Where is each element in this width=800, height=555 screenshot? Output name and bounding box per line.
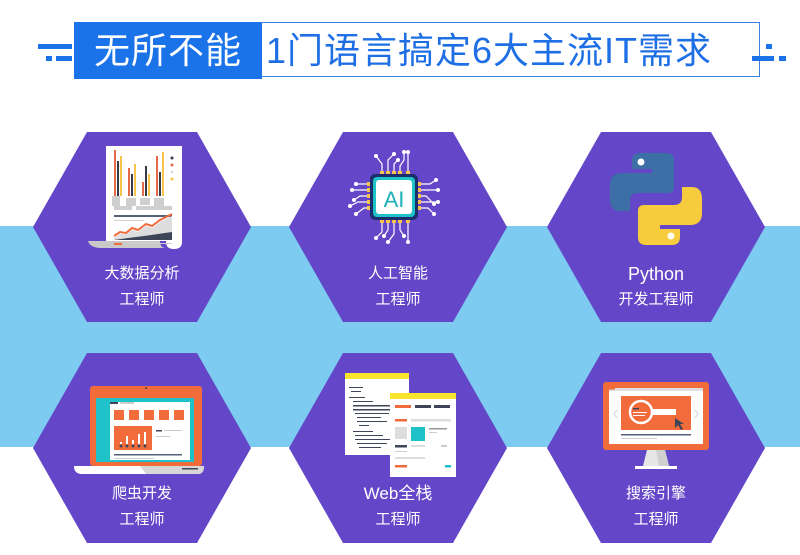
card-label-web: Web全栈 工程师 xyxy=(308,481,488,533)
card-label-search-engine: 搜索引擎 工程师 xyxy=(566,481,746,533)
python-logo-icon xyxy=(610,153,702,245)
title-highlight: 无所不能 xyxy=(74,22,262,79)
search-engine-monitor-icon xyxy=(603,382,709,469)
web-fullstack-pages-icon xyxy=(345,373,456,477)
right-dot-decoration xyxy=(766,44,772,49)
title-rest: 1门语言搞定6大主流IT需求 xyxy=(262,22,760,77)
card-label-ai: 人工智能 工程师 xyxy=(308,261,488,313)
card-title: Python xyxy=(627,264,685,284)
ai-chip-icon: AI xyxy=(348,150,440,244)
svg-text:AI: AI xyxy=(384,187,405,212)
card-title: 搜索引擎 xyxy=(625,485,686,502)
card-subtitle: 工程师 xyxy=(375,511,421,528)
data-analysis-report-icon xyxy=(88,146,182,249)
right-dash-decoration xyxy=(752,56,774,61)
header-banner: 无所不能 1门语言搞定6大主流IT需求 xyxy=(0,0,800,100)
left-dot-decoration xyxy=(46,56,52,61)
card-title: 人工智能 xyxy=(367,265,428,282)
card-subtitle: 工程师 xyxy=(119,291,165,308)
card-subtitle: 工程师 xyxy=(633,511,679,528)
hex-card-bg-2[interactable] xyxy=(289,132,507,322)
card-title: 大数据分析 xyxy=(104,265,180,282)
left-dash-decoration xyxy=(38,44,72,49)
card-subtitle: 开发工程师 xyxy=(618,291,694,308)
left-dash-decoration-2 xyxy=(56,56,72,61)
card-label-crawler: 爬虫开发 工程师 xyxy=(52,481,232,533)
card-label-big-data: 大数据分析 工程师 xyxy=(52,261,232,313)
card-title: 爬虫开发 xyxy=(111,485,172,502)
card-subtitle: 工程师 xyxy=(375,291,421,308)
card-subtitle: 工程师 xyxy=(119,511,165,528)
crawler-laptop-icon xyxy=(74,386,204,474)
card-title: Web全栈 xyxy=(363,484,433,503)
right-dot-decoration-2 xyxy=(779,56,786,61)
card-label-python: Python 开发工程师 xyxy=(566,261,746,313)
